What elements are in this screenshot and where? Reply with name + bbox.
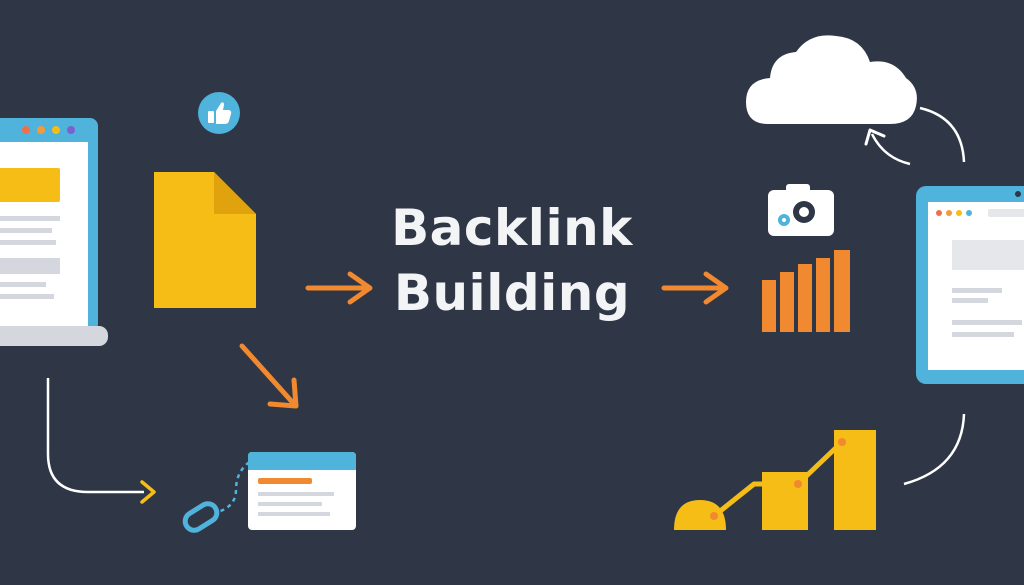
- connector-curve-icon: [46, 378, 156, 504]
- browser-window-icon: [0, 118, 108, 346]
- web-card-icon: [248, 452, 356, 530]
- arrow-right-icon: [305, 271, 373, 305]
- title-line-1: Backlink: [391, 199, 633, 257]
- tablet-icon: [916, 186, 1024, 384]
- bar-growth-icon: [762, 250, 850, 332]
- thumbs-up-icon: [198, 92, 240, 134]
- arrow-diagonal-icon: [239, 343, 299, 409]
- arrow-right-icon-2: [661, 271, 729, 305]
- title-line-2: Building: [393, 264, 631, 322]
- growth-chart-icon: [674, 430, 876, 530]
- cloud-icon: [746, 35, 917, 124]
- return-curve-icon: [903, 413, 966, 486]
- camera-gear-icon: [768, 184, 834, 236]
- cloud-connector-icon: [864, 106, 966, 166]
- document-icon: [154, 172, 256, 308]
